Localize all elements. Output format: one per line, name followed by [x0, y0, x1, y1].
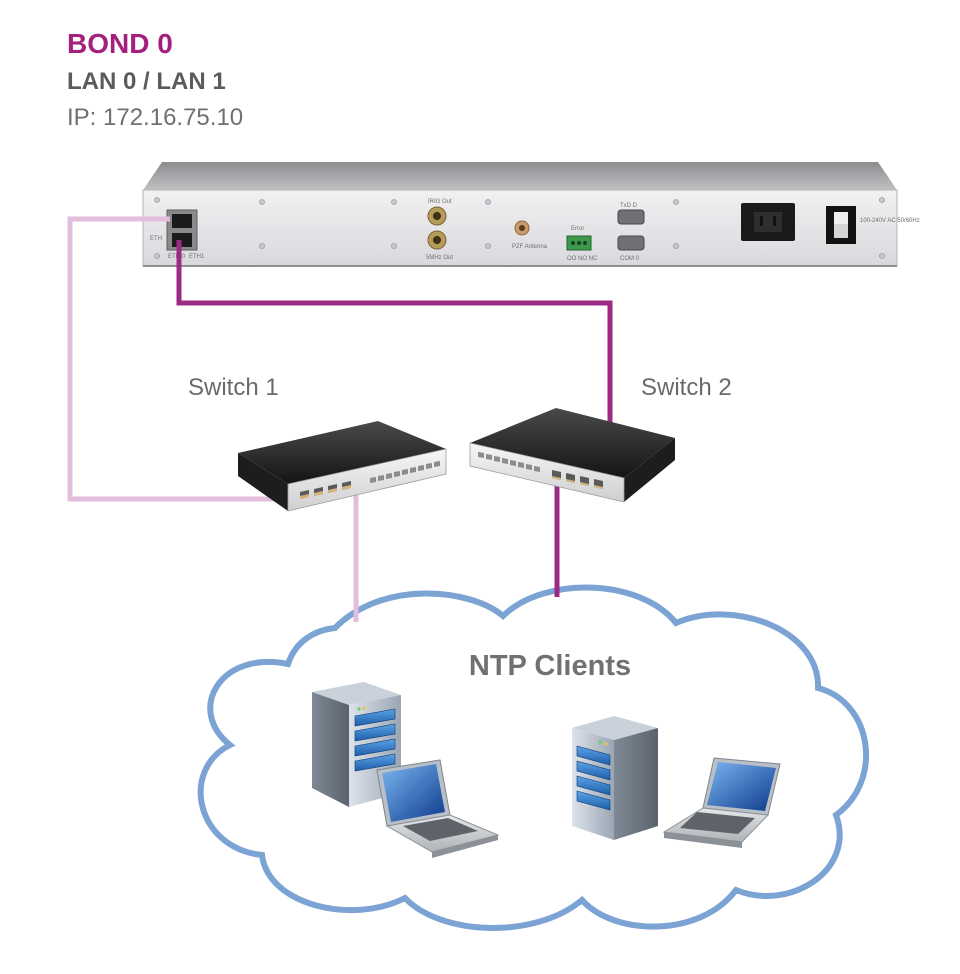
- eth-port-upper: [172, 214, 192, 228]
- antenna-label: PZF Antenna: [512, 244, 548, 250]
- mhz-out-label: 5MHz Out: [426, 255, 453, 261]
- power-label: 100-240V AC 50/60Hz: [860, 218, 920, 224]
- bond-title: BOND 0: [67, 28, 173, 59]
- lan0-cable: [67, 216, 299, 502]
- error-relay-terminal: Error OO NO NC: [566, 226, 598, 262]
- com0-label: COM 0: [620, 256, 640, 262]
- switch-1: [238, 421, 447, 512]
- ntp-clients-label: NTP Clients: [468, 650, 632, 682]
- time-server-device: ETH ETH 0 ETH1 IRIG Out 5MHz Out PZF Ant…: [142, 162, 920, 267]
- error-label: Error: [571, 226, 584, 232]
- eth-port-lower: [172, 233, 192, 247]
- interface-list: LAN 0 / LAN 1: [67, 68, 226, 95]
- bnc-connectors: IRIG Out 5MHz Out: [426, 199, 453, 261]
- eth1-label: ETH1: [189, 254, 205, 260]
- screws: [154, 197, 885, 259]
- com-ports: TxD D COM 0: [617, 203, 645, 262]
- ip-address: IP: 172.16.75.10: [67, 104, 244, 131]
- lan1-cable: [176, 240, 613, 480]
- irig-out-label: IRIG Out: [428, 199, 452, 205]
- antenna-connector: PZF Antenna: [512, 220, 548, 250]
- ntp-cloud-outline: [197, 584, 870, 931]
- server-icon: [572, 716, 658, 840]
- laptop-icon: [376, 759, 500, 858]
- switch-2: [469, 408, 675, 503]
- switch-1-label: Switch 1: [188, 374, 279, 401]
- switch-2-label: Switch 2: [641, 374, 732, 401]
- error-pins-label: OO NO NC: [567, 256, 598, 262]
- server-icon: [312, 682, 401, 807]
- power-inlet: [741, 203, 795, 241]
- eth-label: ETH: [150, 236, 162, 242]
- power-switch: 100-240V AC 50/60Hz: [826, 206, 920, 244]
- com1-label: TxD D: [620, 203, 638, 209]
- laptop-icon: [662, 757, 781, 848]
